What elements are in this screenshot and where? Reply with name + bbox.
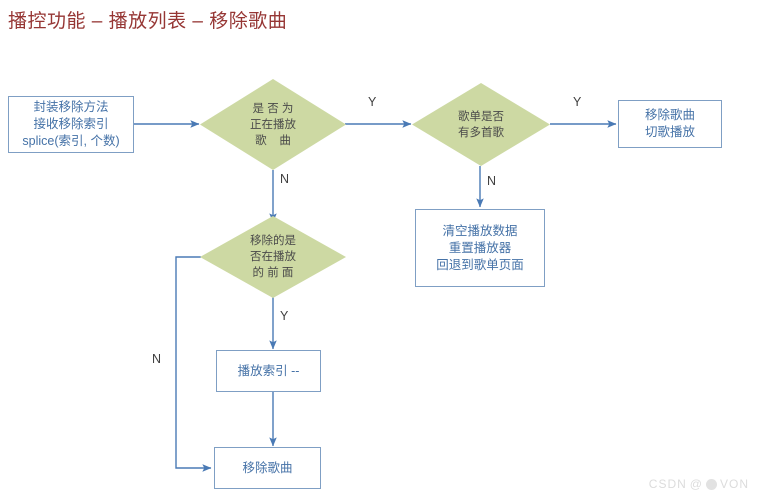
edge-label-playing-yes: Y <box>368 95 377 109</box>
edge-label-before-no: N <box>152 352 162 366</box>
node-decision-multi-song[interactable]: 歌单是否 有多首歌 <box>412 83 550 166</box>
node-remove-and-switch-box[interactable]: 移除歌曲 切歌播放 <box>618 100 722 148</box>
edge-label-playing-no: N <box>280 172 290 186</box>
edge-label-before-yes: Y <box>280 309 289 323</box>
node-decision-before-playing[interactable]: 移除的是 否在播放 的 前 面 <box>200 216 346 298</box>
edge-label-multisong-yes: Y <box>573 95 582 109</box>
node-decision-is-playing[interactable]: 是 否 为 正在播放 歌 曲 <box>200 79 346 170</box>
node-reset-player-box[interactable]: 清空播放数据 重置播放器 回退到歌单页面 <box>415 209 545 287</box>
page-title: 播控功能 – 播放列表 – 移除歌曲 <box>8 11 288 32</box>
watermark-suffix: VON <box>719 477 749 491</box>
edge-label-multisong-no: N <box>487 174 497 188</box>
watermark: CSDN @ VON <box>649 477 749 491</box>
node-start-box[interactable]: 封装移除方法 接收移除索引 splice(索引, 个数) <box>8 96 134 153</box>
watermark-dot-icon <box>705 478 717 490</box>
node-play-index-decrement-box[interactable]: 播放索引 -- <box>216 350 321 392</box>
node-remove-song-box[interactable]: 移除歌曲 <box>214 447 321 489</box>
watermark-prefix: CSDN <box>648 477 687 491</box>
watermark-at: @ <box>689 477 703 491</box>
